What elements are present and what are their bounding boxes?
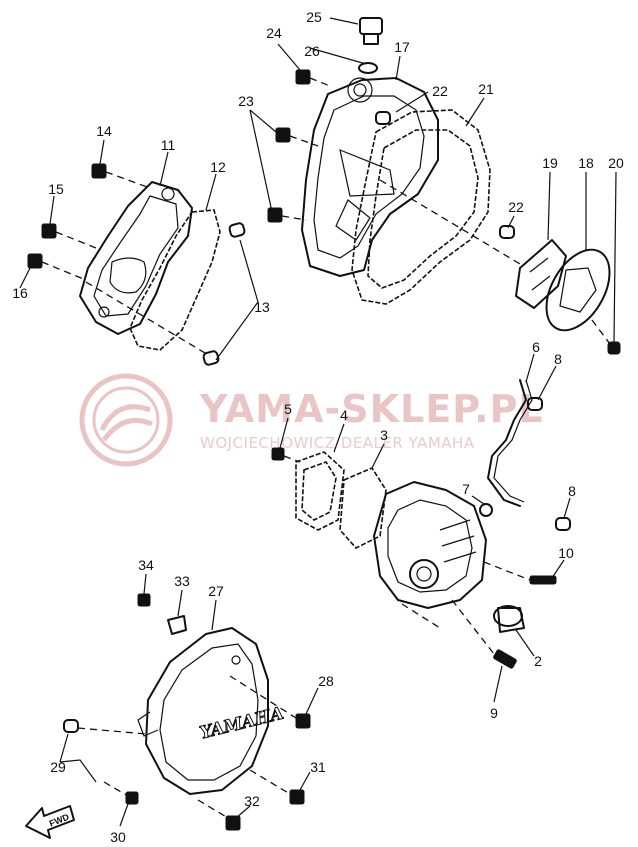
- callout-2: 2: [534, 653, 542, 669]
- watermark-title: YAMA-SKLEP.PL: [199, 387, 544, 431]
- callout-11: 11: [161, 137, 176, 153]
- callout-9: 9: [490, 705, 498, 721]
- plug-2: [493, 605, 525, 633]
- pin-alignment-line: [85, 281, 211, 357]
- watermark: YAMA-SKLEP.PL WOJCIECHOWICZ DEALER YAMAH…: [79, 373, 544, 467]
- callout-31: 31: [310, 759, 326, 775]
- callout-21: 21: [478, 81, 494, 97]
- dowel-22-upper: [375, 111, 391, 125]
- callout-34: 34: [138, 557, 154, 573]
- clutch-side-small-cover: [79, 181, 193, 335]
- callout-30: 30: [110, 829, 126, 845]
- watermark-logo: [79, 373, 173, 467]
- callout-8-upper: 8: [554, 351, 562, 367]
- bracket-33: [167, 615, 187, 635]
- callout-8-lower: 8: [568, 483, 576, 499]
- callout-28: 28: [318, 673, 334, 689]
- callout-24: 24: [266, 25, 282, 41]
- callout-12: 12: [210, 159, 226, 175]
- washer-7: [479, 503, 493, 517]
- bolt-5: [271, 447, 301, 463]
- small-cover-gasket: [129, 209, 221, 351]
- oil-filler-cap: [359, 17, 383, 45]
- callout-5: 5: [284, 401, 292, 417]
- callout-25: 25: [306, 9, 322, 25]
- dowel-29: [63, 719, 147, 735]
- bolt-24: [295, 69, 331, 87]
- part-callouts: 25 24 26 17 22 21 23 22 19 18 20 14 11 1…: [12, 9, 624, 845]
- bolt-14: [91, 163, 151, 189]
- leader-lines: [19, 17, 617, 827]
- bolt-28: [229, 675, 311, 729]
- callout-32: 32: [244, 793, 260, 809]
- dowel-8-lower: [555, 517, 571, 531]
- bolt-16: [27, 253, 87, 281]
- dowel-22-lower: [499, 225, 515, 239]
- callout-27: 27: [208, 583, 224, 599]
- callout-13: 13: [254, 299, 270, 315]
- o-ring: [358, 62, 378, 74]
- bolt-23-lower: [267, 207, 307, 223]
- cover-logo: YAMAHA: [198, 703, 286, 743]
- bolt-15: [41, 223, 97, 249]
- gasket-3: [339, 466, 387, 549]
- bolt-31: [249, 769, 305, 805]
- bolt-10: [483, 561, 557, 585]
- dowel-pin-lower: [202, 350, 220, 366]
- callout-16: 16: [12, 285, 28, 301]
- housing-1: [373, 481, 487, 609]
- dowel-8-upper: [527, 397, 543, 411]
- callout-10: 10: [558, 545, 574, 561]
- callout-19: 19: [542, 155, 558, 171]
- bolt-32: [197, 799, 241, 831]
- cover-alignment-line: [379, 179, 521, 265]
- forward-direction-arrow: FWD: [25, 805, 75, 839]
- callout-18: 18: [578, 155, 594, 171]
- plate-18: [545, 248, 611, 332]
- callout-7: 7: [462, 481, 470, 497]
- callout-29: 29: [50, 759, 66, 775]
- crankcase-cover: [301, 77, 439, 277]
- callout-20: 20: [608, 155, 624, 171]
- housing-alignment-line: [401, 603, 441, 629]
- callout-22-upper: 22: [432, 83, 448, 99]
- callout-3: 3: [380, 427, 388, 443]
- callout-22-lower: 22: [508, 199, 524, 215]
- callout-33: 33: [174, 573, 190, 589]
- bolt-23-upper: [275, 127, 319, 147]
- screw-20: [591, 319, 621, 355]
- callout-14: 14: [96, 123, 112, 139]
- callout-26: 26: [304, 43, 320, 59]
- callout-4: 4: [340, 407, 348, 423]
- callout-17: 17: [394, 39, 410, 55]
- generator-cover: YAMAHA: [137, 627, 286, 795]
- callout-6: 6: [532, 339, 540, 355]
- callout-15: 15: [48, 181, 64, 197]
- dowel-pin-upper: [228, 222, 246, 238]
- gasket-4: [295, 451, 345, 531]
- crankcase-cover-gasket: [351, 109, 491, 305]
- bolt-34: [137, 593, 151, 607]
- bolt-30: [103, 781, 139, 805]
- oil-line-6: [487, 379, 533, 507]
- callout-23: 23: [238, 93, 254, 109]
- plate-19: [515, 239, 567, 309]
- bolt-9: [451, 599, 517, 669]
